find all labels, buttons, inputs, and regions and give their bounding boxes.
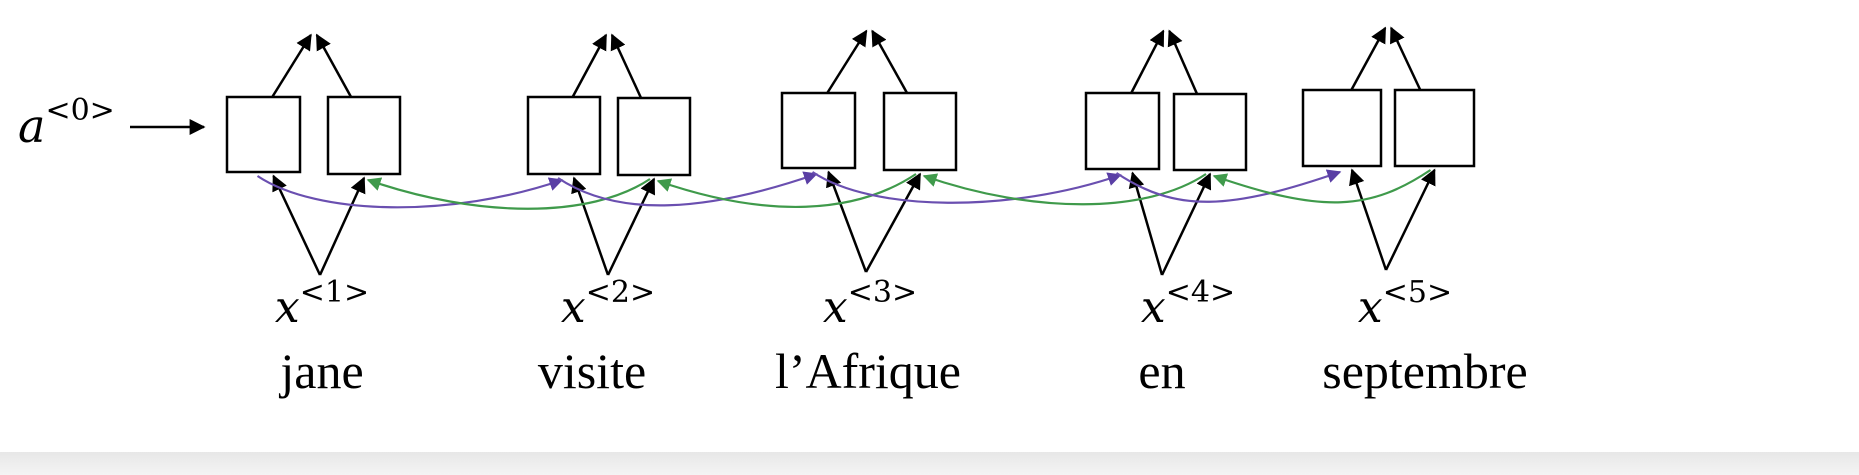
- input-arrow-backward-5: [1384, 168, 1436, 271]
- word-2: visite: [538, 343, 646, 399]
- initial-activation-label: a<0>: [18, 93, 115, 153]
- rnn-cells: [225, 26, 1476, 276]
- input-arrow-backward-2: [606, 177, 656, 276]
- bottom-bar: [0, 452, 1859, 475]
- timestep-2: [526, 33, 692, 276]
- timestep-1: [225, 33, 402, 276]
- input-arrow-backward-3: [864, 172, 922, 273]
- input-arrow-forward-2: [571, 176, 610, 276]
- forward-cell-3: [780, 91, 857, 170]
- input-label-5: x<5>: [1358, 275, 1452, 333]
- backward-cell-1: [326, 95, 402, 176]
- output-arrow-backward-5: [1390, 26, 1422, 91]
- forward-connection-2-3: [557, 171, 818, 207]
- initial-activation-symbol: a: [18, 99, 45, 153]
- forward-connection-3-4: [811, 171, 1122, 204]
- input-symbol-5: x: [1358, 282, 1383, 333]
- recurrent-connections: [256, 169, 1432, 210]
- input-arrow-forward-3: [826, 170, 868, 273]
- input-arrow-forward-1: [272, 174, 322, 276]
- backward-cell-5: [1393, 88, 1476, 168]
- input-symbol-2: x: [561, 282, 586, 333]
- backward-connection-4-3: [922, 173, 1207, 206]
- forward-cell-5: [1301, 88, 1383, 168]
- forward-connection-4-5: [1115, 169, 1342, 203]
- timestep-labels: x<1>janex<2>visitex<3>l’Afriquex<4>enx<5…: [275, 275, 1528, 399]
- word-1: jane: [278, 343, 363, 399]
- input-symbol-3: x: [823, 282, 848, 333]
- input-label-1: x<1>: [275, 275, 369, 333]
- backward-cell-2: [616, 96, 692, 177]
- input-superscript-1: <1>: [300, 275, 369, 310]
- backward-connection-2-1: [366, 177, 651, 210]
- forward-cell-2: [526, 95, 602, 176]
- input-label-4: x<4>: [1141, 275, 1235, 333]
- initial-activation-superscript: <0>: [45, 93, 114, 128]
- output-arrow-forward-4: [1130, 29, 1165, 94]
- input-arrow-forward-4: [1128, 171, 1164, 276]
- input-arrow-backward-4: [1160, 172, 1212, 276]
- input-symbol-1: x: [275, 282, 300, 333]
- input-label-3: x<3>: [823, 275, 917, 333]
- input-superscript-5: <5>: [1383, 275, 1452, 310]
- input-arrow-forward-5: [1349, 168, 1388, 271]
- forward-connection-1-2: [256, 175, 564, 209]
- output-arrow-forward-2: [571, 33, 608, 98]
- output-arrow-backward-2: [610, 33, 643, 99]
- output-arrow-forward-1: [271, 33, 312, 98]
- word-3: l’Afrique: [775, 343, 961, 399]
- input-superscript-4: <4>: [1166, 275, 1235, 310]
- word-4: en: [1138, 343, 1185, 399]
- timestep-3: [780, 29, 958, 273]
- forward-cell-1: [225, 95, 302, 174]
- input-superscript-2: <2>: [586, 275, 655, 310]
- input-symbol-4: x: [1141, 282, 1166, 333]
- output-arrow-forward-3: [826, 29, 868, 94]
- output-arrow-backward-3: [871, 29, 909, 94]
- backward-connection-3-2: [656, 173, 917, 209]
- backward-connection-5-4: [1212, 169, 1432, 204]
- word-5: septembre: [1322, 343, 1527, 399]
- input-superscript-3: <3>: [848, 275, 917, 310]
- output-arrow-backward-1: [315, 33, 353, 98]
- output-arrow-backward-4: [1167, 29, 1199, 95]
- output-arrow-forward-5: [1350, 26, 1387, 91]
- input-arrow-backward-1: [318, 176, 366, 276]
- timestep-4: [1084, 29, 1248, 276]
- backward-cell-3: [882, 91, 958, 172]
- forward-cell-4: [1084, 91, 1161, 171]
- backward-cell-4: [1172, 92, 1248, 172]
- input-label-2: x<2>: [561, 275, 655, 333]
- timestep-5: [1301, 26, 1476, 271]
